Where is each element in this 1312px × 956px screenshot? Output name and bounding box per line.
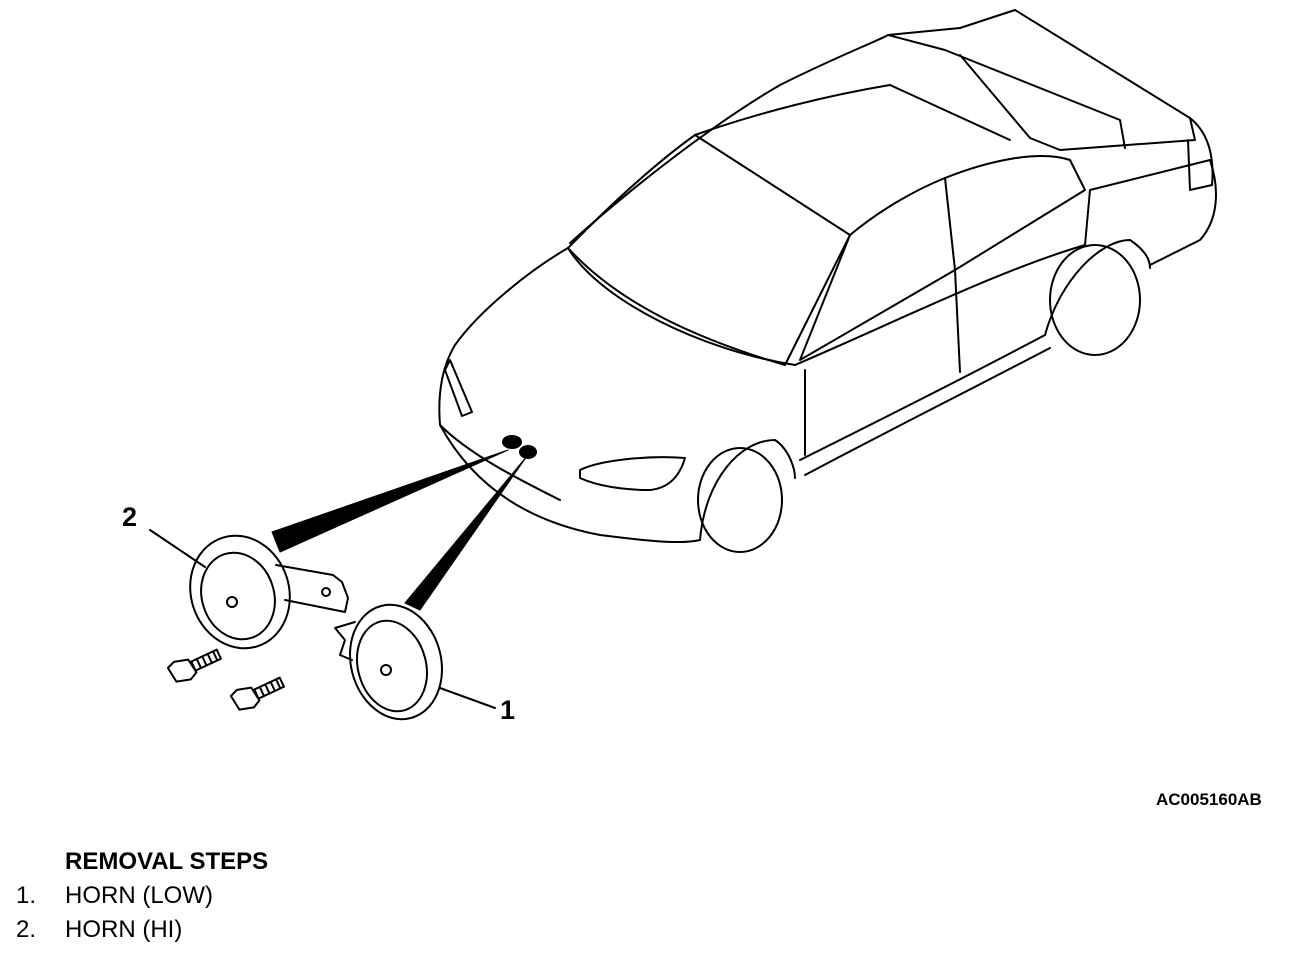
horn-low-part bbox=[334, 603, 443, 721]
callout-number-2: 2 bbox=[122, 502, 138, 532]
hood-crease bbox=[567, 247, 796, 366]
headlight bbox=[579, 456, 686, 491]
step-label: HORN (HI) bbox=[65, 916, 183, 943]
step-number: 1. bbox=[16, 882, 37, 909]
fog-light bbox=[444, 359, 473, 417]
step-number: 2. bbox=[16, 916, 37, 943]
leader-line-2 bbox=[149, 529, 206, 568]
horn-low-rim bbox=[349, 603, 443, 721]
removal-steps-title: REMOVAL STEPS bbox=[65, 848, 269, 875]
mounting-bolt bbox=[229, 676, 285, 711]
callout-number-1: 1 bbox=[500, 695, 516, 725]
rocker-panel-lower bbox=[804, 347, 1051, 476]
door-front bbox=[804, 269, 961, 456]
horn-hi-bracket bbox=[275, 564, 349, 613]
trunk bbox=[1187, 117, 1214, 191]
front-side-window bbox=[799, 177, 956, 361]
horn-mount-point bbox=[502, 435, 522, 449]
car-illustration bbox=[438, 9, 1217, 553]
pointer-horn-hi bbox=[271, 449, 509, 553]
pointer-horn-low bbox=[404, 455, 528, 611]
front-wheel bbox=[697, 447, 783, 553]
windshield-top-edge bbox=[694, 84, 1011, 141]
leader-line-1 bbox=[439, 687, 496, 709]
horn-hi-center bbox=[226, 596, 238, 608]
rear-wheel-arch bbox=[1044, 239, 1151, 336]
horn-low-bracket bbox=[334, 621, 356, 661]
horn-hi-part bbox=[189, 534, 349, 650]
bracket-hole bbox=[321, 587, 331, 597]
horn-hi-rim bbox=[189, 534, 291, 650]
horn-mount-point bbox=[519, 445, 537, 459]
horn-hi-face bbox=[200, 551, 276, 641]
body-side-line bbox=[794, 159, 1217, 366]
figure-code: AC005160AB bbox=[1156, 790, 1262, 809]
rocker-panel bbox=[799, 334, 1046, 461]
step-label: HORN (LOW) bbox=[65, 882, 213, 909]
horn-low-center bbox=[380, 664, 392, 676]
front-wheel-arch bbox=[699, 439, 796, 541]
front-bumper bbox=[439, 424, 561, 501]
hood bbox=[438, 247, 701, 544]
rear-side-window bbox=[944, 155, 1086, 271]
horn-low-face bbox=[356, 619, 428, 713]
car-roof bbox=[569, 9, 1196, 244]
windshield bbox=[567, 134, 851, 366]
rear-wheel bbox=[1049, 244, 1141, 356]
mounting-bolt bbox=[166, 648, 222, 683]
roof-rail bbox=[887, 34, 1126, 149]
